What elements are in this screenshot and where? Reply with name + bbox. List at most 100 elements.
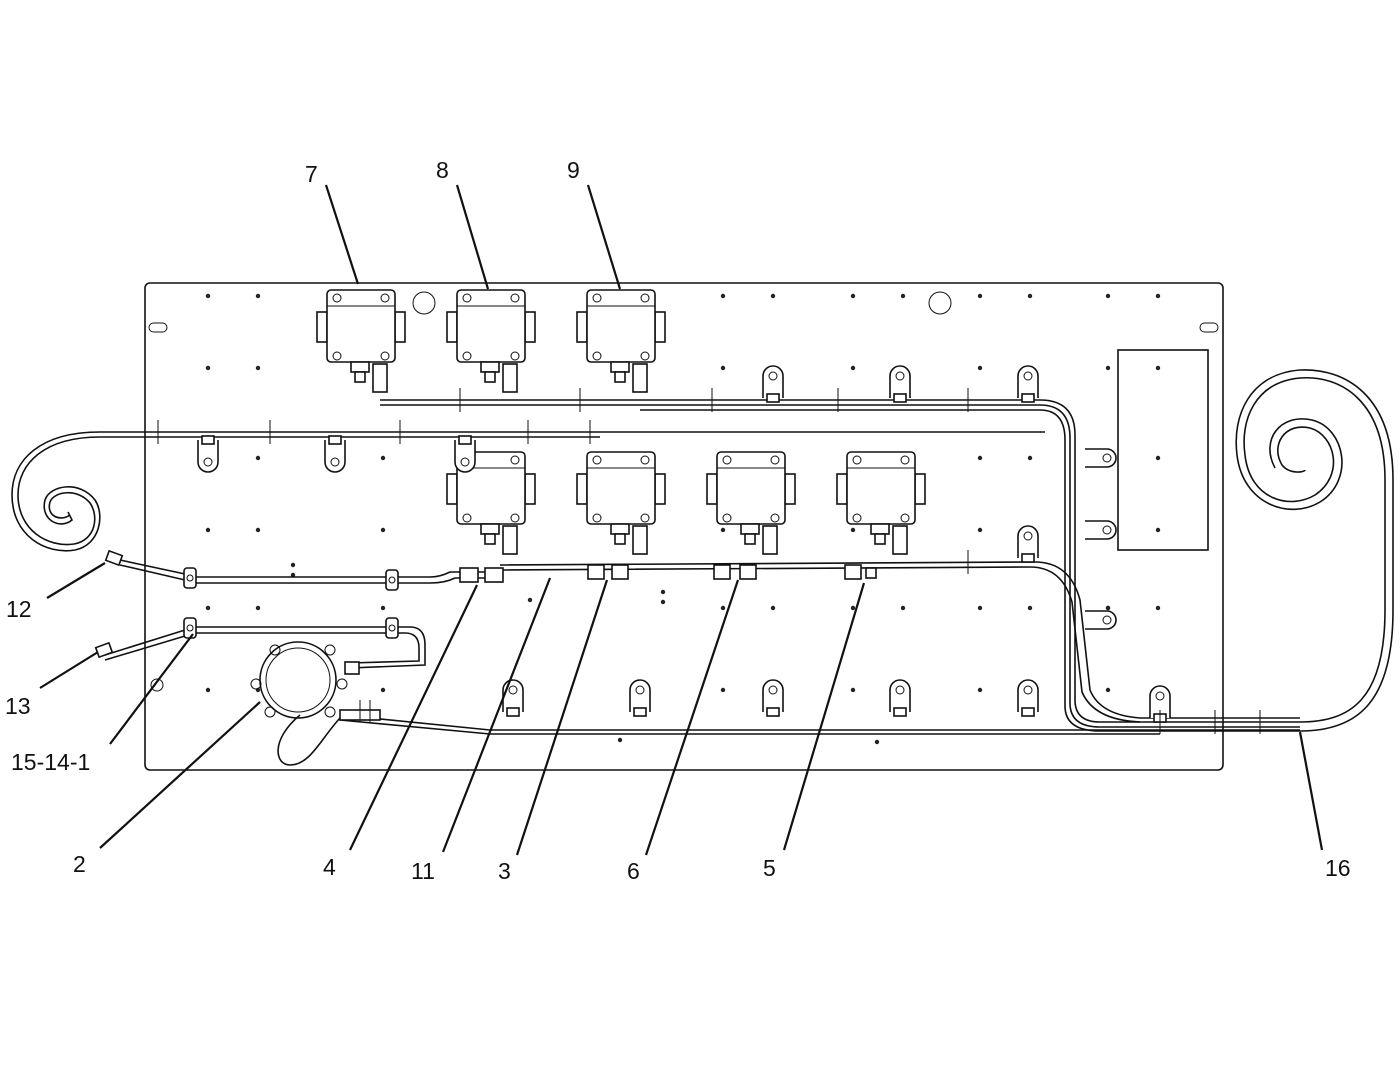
panel-hole — [850, 365, 856, 371]
callout-11: 11 — [411, 858, 435, 884]
mounting-clip — [762, 365, 784, 403]
harness-clamp — [183, 617, 197, 639]
panel-hole — [380, 455, 386, 461]
panel-hole — [720, 365, 726, 371]
panel-hole — [977, 605, 983, 611]
panel-hole — [380, 605, 386, 611]
panel-hole — [900, 293, 906, 299]
panel-hole — [770, 293, 776, 299]
panel-hole — [1105, 687, 1111, 693]
mounting-clip — [454, 435, 476, 473]
mounting-clip — [324, 435, 346, 473]
panel-hole — [1105, 293, 1111, 299]
panel-hole — [660, 589, 666, 595]
mounting-clip — [629, 679, 651, 717]
panel-hole — [1155, 455, 1161, 461]
mounting-clip — [1085, 520, 1117, 540]
panel-hole — [290, 572, 296, 578]
mounting-clip — [889, 679, 911, 717]
mounting-clip — [762, 679, 784, 717]
panel-hole — [255, 365, 261, 371]
relay-modules — [316, 289, 926, 555]
panel-hole — [874, 739, 880, 745]
leader-2 — [99, 701, 261, 849]
callout-3: 3 — [498, 858, 511, 884]
leader-5 — [782, 582, 866, 851]
callout-9: 9 — [567, 157, 580, 183]
panel-hole — [900, 605, 906, 611]
panel-hole — [205, 365, 211, 371]
leader-15 — [109, 633, 194, 745]
relay-module — [836, 451, 926, 555]
callout-7: 7 — [305, 161, 318, 187]
panel-hole — [1027, 455, 1033, 461]
leader-11 — [441, 577, 552, 853]
callout-4: 4 — [323, 854, 336, 880]
callout-6: 6 — [627, 858, 640, 884]
leader-9 — [586, 184, 622, 290]
mounting-plate — [1117, 349, 1209, 551]
panel-hole — [720, 687, 726, 693]
relay-module — [576, 451, 666, 555]
upper-harness — [100, 399, 1300, 732]
panel-hole — [977, 455, 983, 461]
panel-hole — [255, 455, 261, 461]
panel-hole — [770, 605, 776, 611]
panel-hole — [850, 527, 856, 533]
callout-8: 8 — [436, 157, 449, 183]
mounting-clip — [1085, 448, 1117, 468]
callout-2: 2 — [73, 851, 86, 877]
fittings — [94, 549, 877, 659]
mounting-clip — [197, 435, 219, 473]
panel-hole — [205, 293, 211, 299]
callout-labels: 7 8 9 12 13 15-14-1 2 4 11 3 6 5 16 — [5, 157, 1351, 884]
leader-16 — [1298, 731, 1324, 851]
panel-hole — [977, 365, 983, 371]
motor-assembly — [250, 641, 381, 766]
panel-hole — [255, 527, 261, 533]
panel-hole — [205, 605, 211, 611]
leader-6 — [644, 579, 740, 856]
panel-hole — [977, 687, 983, 693]
harness-clamp — [385, 569, 399, 591]
leader-12 — [46, 562, 106, 599]
panel-hole — [1105, 605, 1111, 611]
callout-16: 16 — [1325, 855, 1351, 881]
panel-hole — [1027, 293, 1033, 299]
panel-hole — [380, 687, 386, 693]
panel-hole — [617, 737, 623, 743]
leader-3 — [515, 579, 609, 856]
callout-5: 5 — [763, 855, 776, 881]
relay-module — [576, 289, 666, 393]
panel-hole — [850, 605, 856, 611]
relay-module — [316, 289, 406, 393]
panel-hole — [1027, 605, 1033, 611]
panel-hole — [1155, 527, 1161, 533]
panel-hole — [255, 293, 261, 299]
mounting-clip — [1017, 679, 1039, 717]
panel-hole — [720, 293, 726, 299]
panel-hole — [205, 527, 211, 533]
panel-hole — [290, 562, 296, 568]
panel-hole — [205, 687, 211, 693]
mounting-clip — [1017, 365, 1039, 403]
relay-module — [446, 451, 536, 555]
harness-clamp — [385, 617, 399, 639]
harness-clamp — [183, 567, 197, 589]
relay-module — [446, 289, 536, 393]
mounting-clip — [502, 679, 524, 717]
panel-hole — [1105, 365, 1111, 371]
panel-hole — [660, 599, 666, 605]
callout-12: 12 — [6, 596, 32, 622]
panel-hole — [850, 293, 856, 299]
leader-13 — [39, 651, 99, 689]
panel-hole — [527, 597, 533, 603]
relay-module — [706, 451, 796, 555]
panel-hole — [380, 527, 386, 533]
panel-hole — [1155, 293, 1161, 299]
panel-hole — [720, 605, 726, 611]
leader-4 — [349, 584, 478, 851]
callout-15-14-1: 15-14-1 — [11, 749, 90, 775]
panel-hole — [1155, 365, 1161, 371]
